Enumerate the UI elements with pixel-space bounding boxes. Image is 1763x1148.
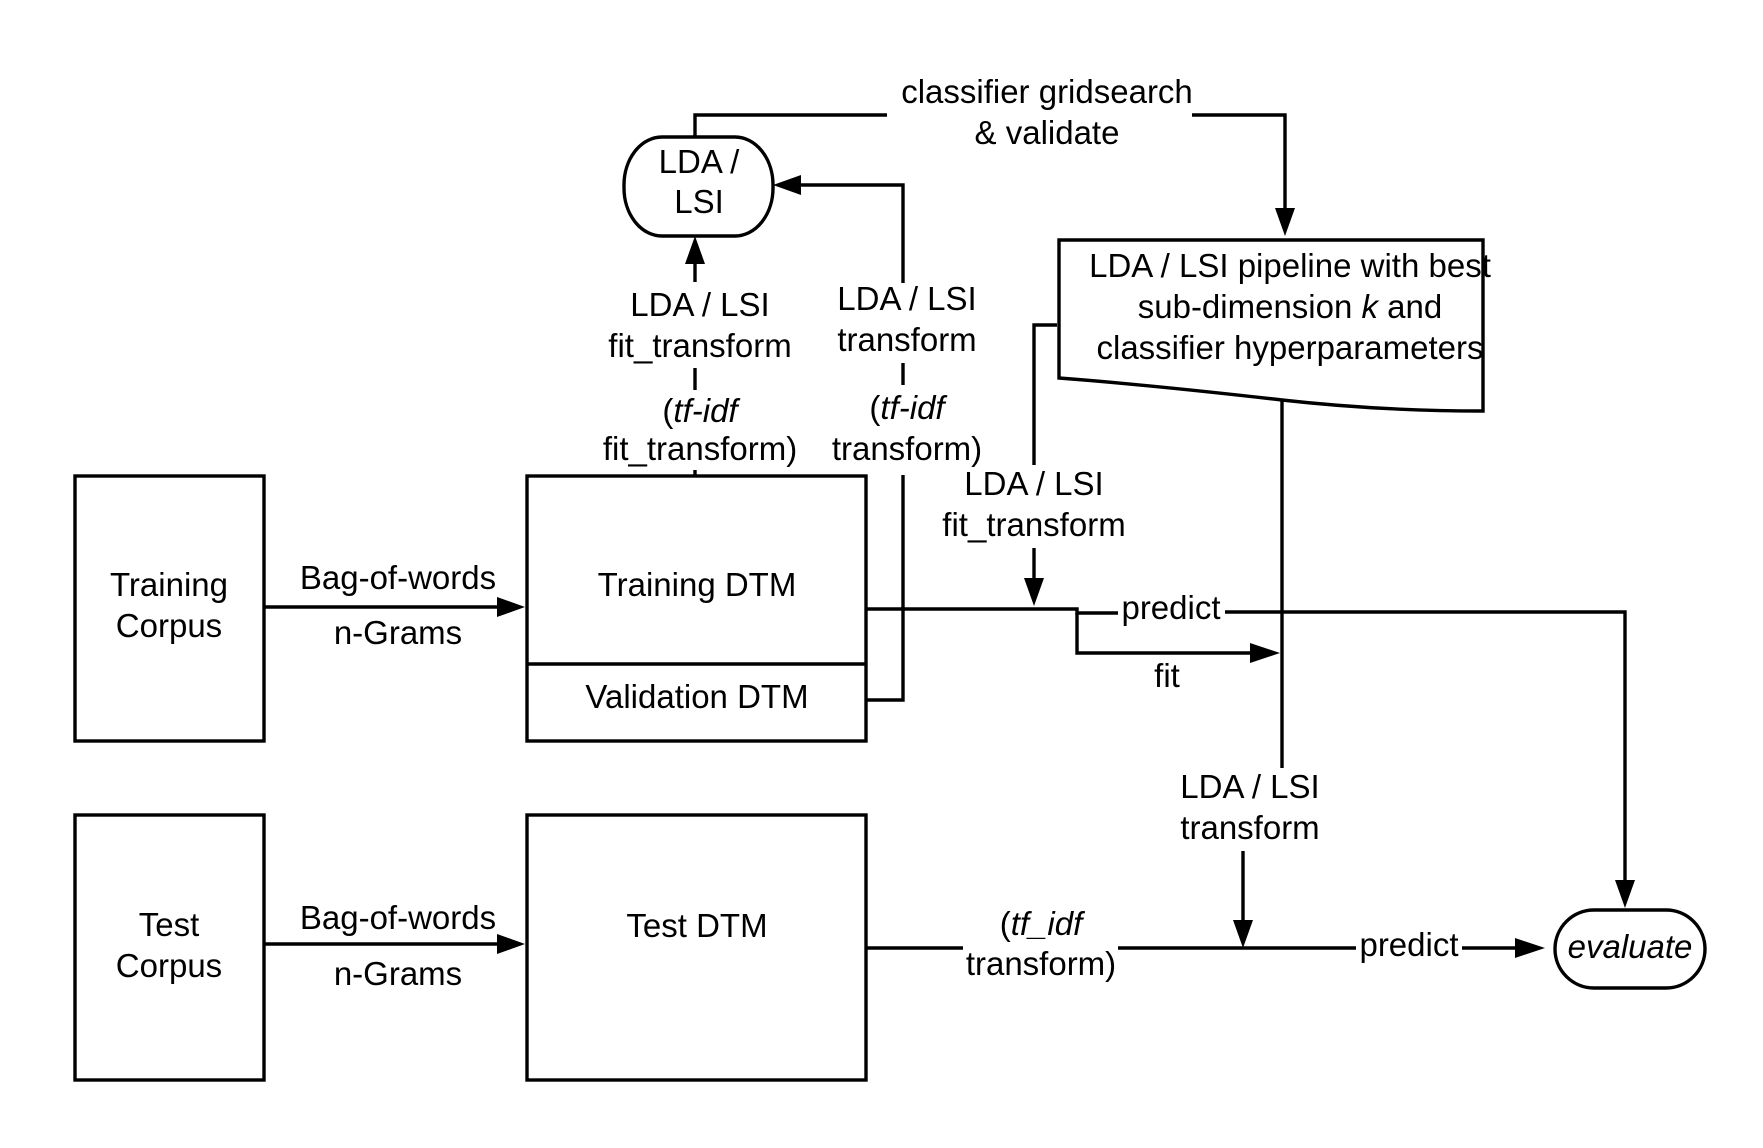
gridsearch-line-right	[1192, 113, 1287, 208]
train-fit-label-line3-b: tf-idf	[673, 392, 741, 429]
valid-transform-label-line2: transform	[837, 321, 976, 358]
gridsearch-label-line1: classifier gridsearch	[901, 73, 1193, 110]
evaluate-box	[1553, 908, 1707, 990]
pipeline-transform-label-line1: LDA / LSI	[1180, 768, 1319, 805]
test-bow-label-line1: Bag-of-words	[300, 899, 496, 936]
test-corpus-label-line1: Test	[139, 906, 200, 943]
best-pipeline-line2-k: k	[1362, 288, 1380, 325]
best-pipeline-line2: sub-dimension k and	[1138, 288, 1443, 325]
fit-label: fit	[1154, 657, 1180, 694]
test-tfidf-label-line1-b: tf_idf	[1011, 905, 1086, 942]
train-fit-label-line4: fit_transform)	[603, 430, 797, 467]
pipeline-transform-arrowhead	[1233, 920, 1253, 948]
fit-arrowhead	[1250, 643, 1280, 663]
best-pipeline-node: LDA / LSI pipeline with best sub-dimensi…	[1057, 238, 1491, 413]
train-fit-label-line2: fit_transform	[608, 327, 791, 364]
pipeline-fit-label-line2: fit_transform	[942, 506, 1125, 543]
evaluate-node: evaluate	[1553, 908, 1707, 990]
valid-transform-label-line3-b: tf-idf	[880, 389, 948, 426]
train-bow-label-line1: Bag-of-words	[300, 559, 496, 596]
predict-top-label: predict	[1121, 589, 1220, 626]
valid-transform-arrowhead	[773, 175, 801, 195]
connectors	[264, 113, 1635, 958]
edge-labels: classifier gridsearch & validate Bag-of-…	[300, 73, 1459, 992]
best-pipeline-line2-b: and	[1378, 288, 1442, 325]
pipeline-fit-arrowhead	[1024, 578, 1044, 606]
best-pipeline-document-shape	[1057, 238, 1485, 413]
valid-transform-line-lower	[866, 475, 905, 702]
train-predict-line-right	[1225, 610, 1627, 880]
test-predict-arrowhead	[1515, 938, 1545, 958]
train-fit-arrowhead	[685, 236, 705, 264]
pipeline-fit-line-upper	[1032, 323, 1057, 465]
pipeline-fit-label-line1: LDA / LSI	[964, 465, 1103, 502]
valid-transform-label-line1: LDA / LSI	[837, 280, 976, 317]
train-fit-label-line1: LDA / LSI	[630, 286, 769, 323]
train-predict-line-left	[866, 607, 1118, 615]
test-bow-arrowhead	[497, 934, 525, 954]
test-bow-label-line2: n-Grams	[334, 955, 462, 992]
train-bow-arrowhead	[497, 597, 525, 617]
gridsearch-arrowhead	[1275, 208, 1295, 236]
gridsearch-label-line2: & validate	[975, 114, 1120, 151]
lda-lsi-node: LDA / LSI	[622, 135, 775, 238]
test-corpus-label-line2: Corpus	[116, 947, 222, 984]
test-dtm-node: Test DTM	[525, 813, 868, 1082]
training-dtm-label: Training DTM	[598, 566, 797, 603]
lda-lsi-label-line2: LSI	[674, 183, 724, 220]
validation-dtm-label: Validation DTM	[585, 678, 808, 715]
best-pipeline-line3: classifier hyperparameters	[1097, 329, 1484, 366]
training-corpus-node: Training Corpus	[73, 474, 266, 743]
test-corpus-box	[73, 813, 266, 1082]
best-pipeline-line2-a: sub-dimension	[1138, 288, 1362, 325]
valid-transform-label-line4: transform)	[832, 430, 982, 467]
training-corpus-label-line2: Corpus	[116, 607, 222, 644]
train-bow-label-line2: n-Grams	[334, 614, 462, 651]
train-fit-label-line3-a: (	[662, 392, 673, 429]
test-tfidf-label-line1-a: (	[1000, 905, 1011, 942]
evaluate-label: evaluate	[1568, 928, 1693, 965]
test-corpus-node: Test Corpus	[73, 813, 266, 1082]
lda-lsi-label-line1: LDA /	[659, 143, 741, 180]
train-fit-label-line3: (tf-idf	[662, 392, 741, 429]
valid-transform-label-line3-a: (	[869, 389, 880, 426]
predict-bottom-label: predict	[1359, 926, 1458, 963]
gridsearch-line-left	[693, 113, 887, 137]
train-predict-arrowhead	[1615, 880, 1635, 908]
lda-lsi-box	[622, 135, 775, 238]
training-corpus-box	[73, 474, 266, 743]
training-dtm-box	[525, 474, 868, 743]
test-tfidf-label-line2: transform)	[966, 945, 1116, 982]
training-corpus-label-line1: Training	[110, 566, 228, 603]
valid-transform-label-line3: (tf-idf	[869, 389, 948, 426]
valid-transform-line-upper	[801, 183, 905, 283]
test-tfidf-label-line1: (tf_idf	[1000, 905, 1086, 942]
best-pipeline-line1: LDA / LSI pipeline with best	[1089, 247, 1491, 284]
test-dtm-box	[525, 813, 868, 1082]
fit-line	[1075, 613, 1250, 655]
pipeline-transform-label-line2: transform	[1180, 809, 1319, 846]
test-dtm-label: Test DTM	[626, 907, 767, 944]
dtm-node: Training DTM Validation DTM	[525, 474, 868, 743]
